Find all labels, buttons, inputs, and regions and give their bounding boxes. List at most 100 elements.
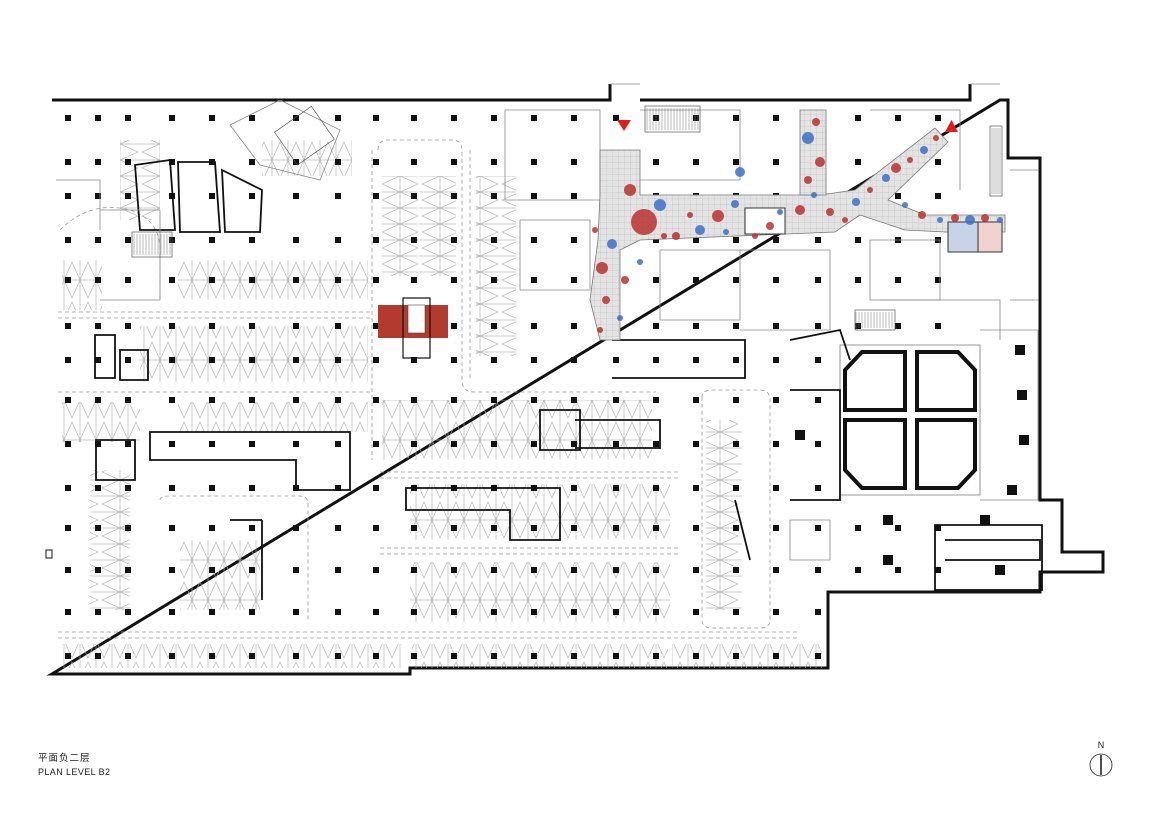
column — [653, 159, 659, 165]
visitor-bubble — [695, 225, 705, 235]
column — [411, 609, 417, 615]
column — [249, 193, 255, 199]
retail-units — [789, 328, 1043, 591]
column — [411, 567, 417, 573]
column — [571, 277, 577, 283]
column — [531, 397, 537, 403]
column — [293, 277, 299, 283]
column — [451, 277, 457, 283]
column — [411, 357, 417, 363]
column — [733, 357, 739, 363]
column — [693, 357, 699, 363]
column — [1007, 485, 1017, 495]
column — [125, 485, 131, 491]
column — [65, 237, 71, 243]
column — [335, 159, 341, 165]
column — [693, 115, 699, 121]
column — [169, 653, 175, 659]
visitor-bubble — [933, 135, 939, 141]
north-label: N — [1097, 740, 1105, 750]
column — [125, 357, 131, 363]
visitor-bubble — [951, 214, 959, 222]
interior-walls — [94, 158, 751, 600]
column — [773, 323, 779, 329]
column — [411, 237, 417, 243]
column — [733, 277, 739, 283]
column — [209, 357, 215, 363]
column — [855, 277, 861, 283]
column — [411, 525, 417, 531]
column — [795, 430, 805, 440]
column — [373, 323, 379, 329]
plan-title-chinese: 平面负二层 — [38, 753, 91, 764]
column — [373, 159, 379, 165]
column — [411, 115, 417, 121]
column — [249, 357, 255, 363]
column — [773, 159, 779, 165]
visitor-bubble — [852, 198, 860, 206]
parking-stalls — [62, 140, 822, 668]
column — [613, 397, 619, 403]
visitor-bubble — [826, 208, 834, 216]
visitor-bubble — [802, 132, 814, 144]
column — [653, 609, 659, 615]
column — [815, 653, 821, 659]
column — [209, 115, 215, 121]
column — [95, 397, 101, 403]
octagon-core — [839, 344, 981, 496]
outer-walls — [45, 83, 1105, 676]
column — [293, 323, 299, 329]
structural-columns — [65, 115, 1029, 659]
column — [373, 567, 379, 573]
column — [95, 277, 101, 283]
column — [293, 237, 299, 243]
column — [209, 277, 215, 283]
column — [653, 525, 659, 531]
column — [65, 159, 71, 165]
column — [733, 115, 739, 121]
column — [125, 525, 131, 531]
column — [935, 277, 941, 283]
column — [249, 159, 255, 165]
stairs — [131, 105, 1003, 331]
column — [335, 609, 341, 615]
visitor-bubble — [624, 184, 636, 196]
column — [1015, 345, 1025, 355]
column — [613, 357, 619, 363]
column — [773, 357, 779, 363]
column — [773, 237, 779, 243]
north-arrow: N — [1086, 740, 1116, 780]
visitor-bubble — [723, 229, 729, 235]
column — [335, 397, 341, 403]
column — [653, 485, 659, 491]
column — [571, 609, 577, 615]
visitor-bubble — [882, 174, 890, 182]
column — [373, 115, 379, 121]
column — [815, 397, 821, 403]
column — [451, 525, 457, 531]
column — [293, 115, 299, 121]
column — [895, 193, 901, 199]
column — [451, 159, 457, 165]
column — [169, 115, 175, 121]
column — [335, 115, 341, 121]
column — [653, 277, 659, 283]
column — [980, 515, 990, 525]
column — [613, 567, 619, 573]
stair-hatching — [133, 108, 1001, 328]
column — [855, 567, 861, 573]
column — [773, 277, 779, 283]
column — [613, 653, 619, 659]
column — [531, 277, 537, 283]
column — [773, 115, 779, 121]
column — [653, 653, 659, 659]
column — [855, 115, 861, 121]
column — [571, 525, 577, 531]
column — [571, 237, 577, 243]
column — [491, 159, 497, 165]
visitor-bubble — [812, 118, 820, 126]
column — [653, 397, 659, 403]
column — [733, 323, 739, 329]
column — [571, 357, 577, 363]
column — [895, 115, 901, 121]
